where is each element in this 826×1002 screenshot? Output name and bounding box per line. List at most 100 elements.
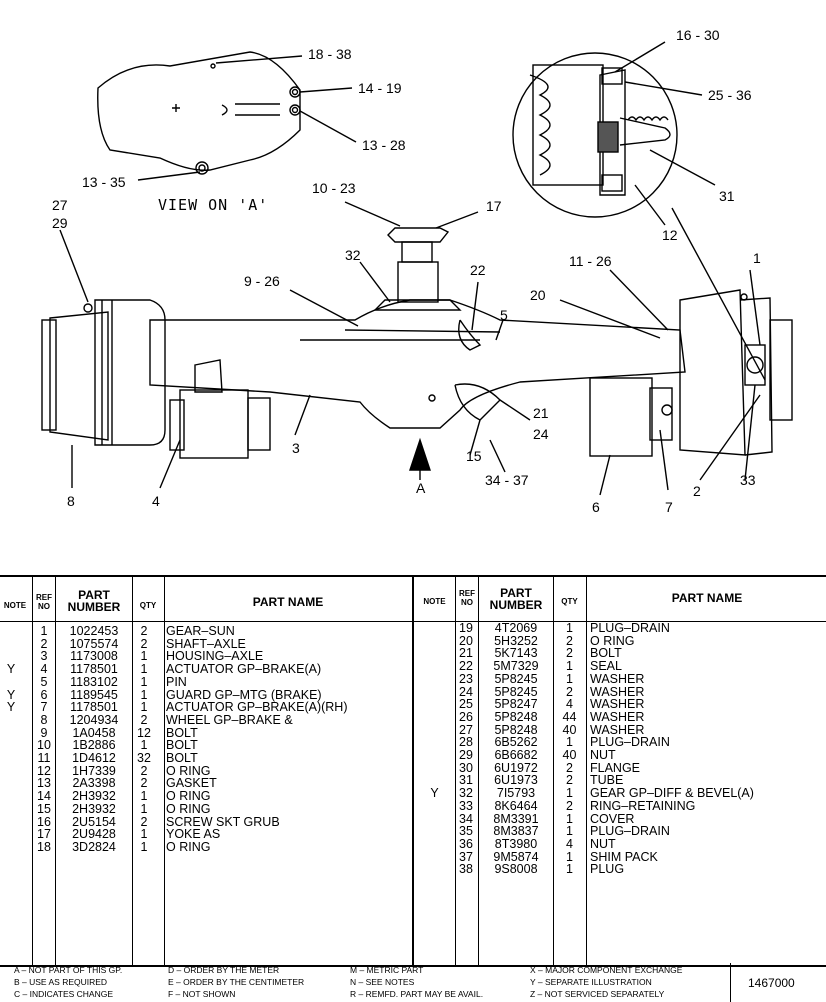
axle-drawing xyxy=(41,41,793,496)
cell-ref: 12 xyxy=(37,763,51,778)
cell-name: NUT xyxy=(590,836,616,851)
cell-part: 5H3252 xyxy=(494,633,538,648)
cell-part: 5P8245 xyxy=(494,671,538,686)
cell-ref: 18 xyxy=(37,839,51,854)
cell-ref: 14 xyxy=(37,789,51,804)
cell-qty: 12 xyxy=(137,725,151,740)
cell-name: PLUG–DRAIN xyxy=(590,735,670,750)
cell-name: BOLT xyxy=(166,751,198,765)
callout-32: 32 xyxy=(345,247,361,263)
cell-ref: 19 xyxy=(459,621,473,635)
cell-ref: 35 xyxy=(459,824,473,839)
callout-22: 22 xyxy=(470,262,486,278)
cell-qty: 2 xyxy=(566,760,573,775)
header-ref-no: REF NO xyxy=(36,593,52,611)
callout-13-28: 13 - 28 xyxy=(362,137,406,153)
cell-qty: 1 xyxy=(566,824,573,839)
cell-qty: 2 xyxy=(566,798,573,813)
cell-ref: 2 xyxy=(40,636,48,651)
cell-ref: 11 xyxy=(37,751,51,765)
legend-item: E – ORDER BY THE CENTIMETER xyxy=(168,977,305,987)
callout-4: 4 xyxy=(152,493,160,509)
cell-qty: 1 xyxy=(140,738,148,753)
document-number: 1467000 xyxy=(748,976,795,990)
cell-qty: 1 xyxy=(566,811,573,826)
cell-note: Y xyxy=(6,662,16,677)
cell-ref: 17 xyxy=(37,827,51,842)
cell-qty: 1 xyxy=(566,671,573,686)
callout-14-19: 14 - 19 xyxy=(358,80,402,96)
cell-ref: 3 xyxy=(40,649,48,664)
cell-name: RING–RETAINING xyxy=(590,798,696,813)
cell-qty: 32 xyxy=(137,751,151,765)
cell-name: GASKET xyxy=(166,776,217,791)
cell-ref: 33 xyxy=(459,798,473,813)
callout-7: 7 xyxy=(665,499,673,515)
cell-qty: 2 xyxy=(140,712,148,727)
callout-10-23: 10 - 23 xyxy=(312,180,356,196)
cell-ref: 27 xyxy=(459,722,473,737)
cell-part: 1022453 xyxy=(69,624,119,638)
callout-25-36: 25 - 36 xyxy=(708,87,752,103)
cell-note: Y xyxy=(6,700,16,715)
legend-item: C – INDICATES CHANGE xyxy=(14,989,114,999)
parts-table: NOTE REF NO PART NUMBER QTY PART NAME NO… xyxy=(0,575,826,967)
cell-name: ACTUATOR GP–BRAKE(A)(RH) xyxy=(166,700,348,715)
cell-qty: 1 xyxy=(140,827,148,842)
exploded-axle-illustration: VIEW ON 'A' A 18 - 38 14 - 19 13 - 28 13… xyxy=(41,27,793,515)
cell-part: 2A3398 xyxy=(72,776,116,791)
cell-name: WHEEL GP–BRAKE & xyxy=(166,712,293,727)
cell-ref: 16 xyxy=(37,814,51,829)
cell-ref: 26 xyxy=(459,709,473,724)
callout-27: 27 xyxy=(52,197,68,213)
cell-qty: 1 xyxy=(140,687,148,702)
cell-name: O RING xyxy=(166,763,211,778)
callout-12: 12 xyxy=(662,227,678,243)
legend-item: A – NOT PART OF THIS GP. xyxy=(14,965,123,975)
cell-part: 1D4612 xyxy=(72,751,116,765)
cell-part: 1204934 xyxy=(69,712,119,727)
cell-part: 1H7339 xyxy=(72,763,116,778)
cell-qty: 40 xyxy=(562,748,577,762)
cell-qty: 2 xyxy=(140,776,148,791)
cell-name: NUT xyxy=(590,748,616,762)
cell-part: 6U1973 xyxy=(494,773,538,788)
cell-qty: 2 xyxy=(140,814,148,829)
cell-part: 1075574 xyxy=(69,636,119,651)
cell-part: 2H3932 xyxy=(72,801,116,816)
callout-3: 3 xyxy=(292,440,300,456)
cell-part: 2U9428 xyxy=(72,827,116,842)
cell-part: 8K6464 xyxy=(494,798,538,813)
cell-name: BOLT xyxy=(590,646,622,661)
legend-item: N – SEE NOTES xyxy=(350,977,415,987)
cell-name: YOKE AS xyxy=(166,827,221,842)
cell-part: 5P8248 xyxy=(494,722,538,737)
cell-qty: 1 xyxy=(140,839,148,854)
callout-17: 17 xyxy=(486,198,502,214)
callout-34-37: 34 - 37 xyxy=(485,472,529,488)
cell-part: 5P8245 xyxy=(494,684,538,699)
cell-part: 1178501 xyxy=(70,662,118,677)
cell-name: GUARD GP–MTG (BRAKE) xyxy=(166,687,322,702)
cell-ref: 20 xyxy=(459,633,473,648)
cell-ref: 29 xyxy=(459,748,473,762)
header-note-2: NOTE xyxy=(423,597,446,606)
cell-qty: 1 xyxy=(140,801,148,816)
callout-33: 33 xyxy=(740,472,756,488)
cell-part: 9M5874 xyxy=(493,849,539,864)
cell-name: COVER xyxy=(590,811,635,826)
cell-part: 5P8248 xyxy=(494,709,538,724)
cell-ref: 34 xyxy=(459,811,473,826)
callout-20: 20 xyxy=(530,287,546,303)
cell-qty: 2 xyxy=(566,646,573,661)
cell-name: WASHER xyxy=(590,722,645,737)
cell-name: SCREW SKT GRUB xyxy=(166,814,280,829)
cell-qty: 1 xyxy=(566,659,573,674)
callout-21: 21 xyxy=(533,405,549,421)
callout-2: 2 xyxy=(693,483,701,499)
legend-item: R – REMFD. PART MAY BE AVAIL. xyxy=(350,989,484,999)
cell-ref: 36 xyxy=(459,836,473,851)
view-arrow-label: A xyxy=(416,480,426,496)
legend-item: Z – NOT SERVICED SEPARATELY xyxy=(530,989,665,999)
callout-29: 29 xyxy=(52,215,68,231)
